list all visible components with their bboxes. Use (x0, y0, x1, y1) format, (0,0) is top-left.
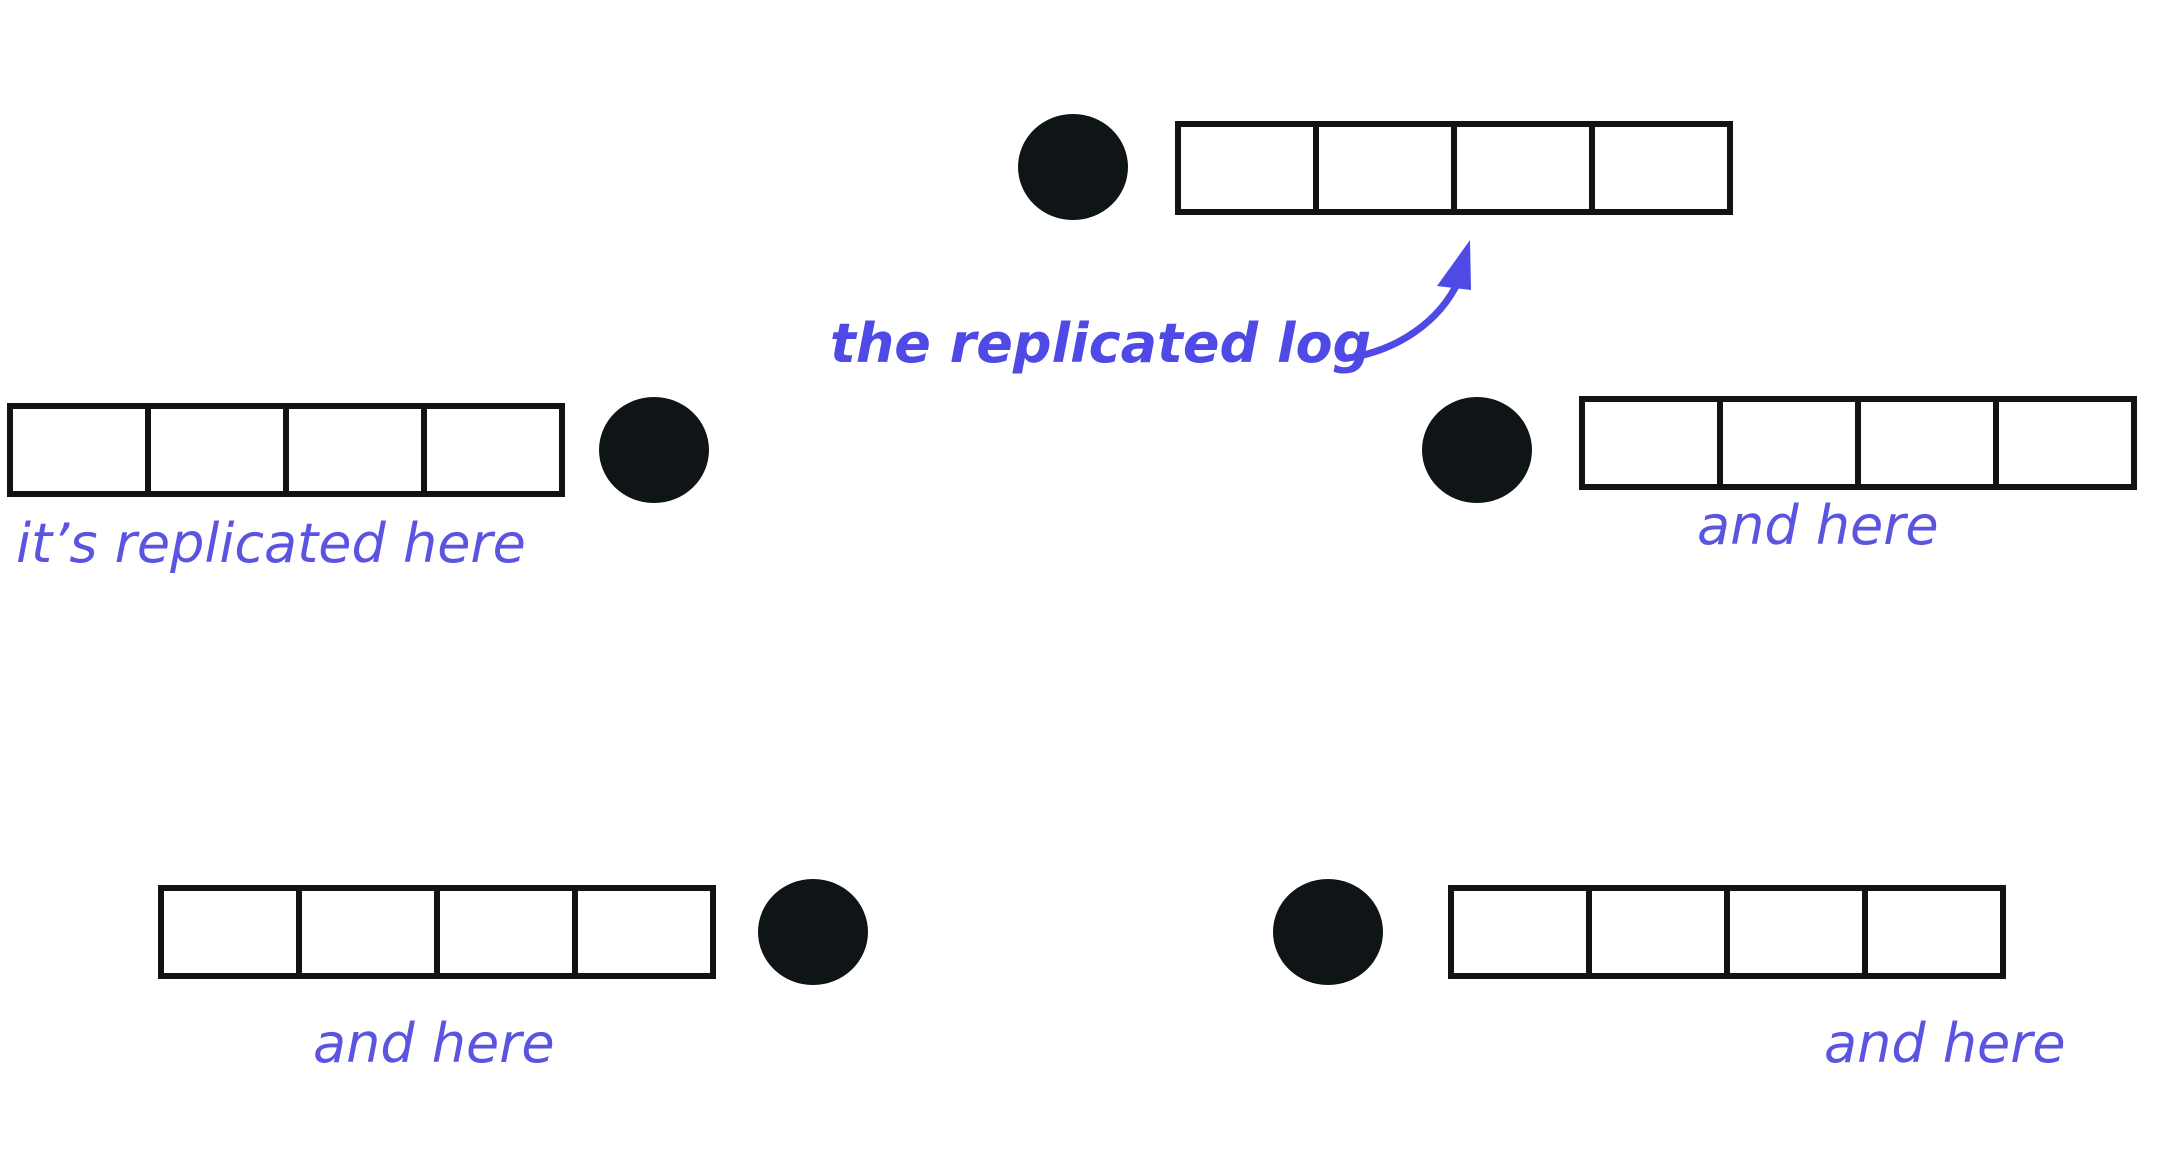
server-node-bottom-left (758, 879, 868, 985)
label-bottom-left: and here (313, 1012, 555, 1075)
log-entry (1579, 396, 1723, 490)
log-entry (1451, 121, 1595, 215)
log-entry (296, 885, 440, 979)
log-right (1579, 396, 2137, 490)
main-annotation: the replicated log (830, 240, 1471, 375)
server-bottom-right: and here (1273, 879, 2066, 1075)
log-entry (158, 885, 302, 979)
log-left (7, 403, 565, 497)
server-node-right (1422, 397, 1532, 503)
server-top (1018, 114, 1733, 220)
log-entry (1862, 885, 2006, 979)
server-node-top (1018, 114, 1128, 220)
log-entry (1724, 885, 1868, 979)
log-entry (572, 885, 716, 979)
server-left: it’s replicated here (7, 397, 709, 575)
server-bottom-left: and here (158, 879, 868, 1075)
log-entry (1448, 885, 1592, 979)
arrow-line (1344, 278, 1462, 362)
log-entry (283, 403, 427, 497)
server-node-bottom-right (1273, 879, 1383, 985)
label-left: it’s replicated here (16, 512, 526, 575)
log-entry (7, 403, 151, 497)
main-label: the replicated log (830, 312, 1371, 375)
label-bottom-right: and here (1824, 1012, 2066, 1075)
log-entry (1589, 121, 1733, 215)
log-bottom-left (158, 885, 716, 979)
label-right: and here (1697, 494, 1939, 557)
log-entry (1993, 396, 2137, 490)
log-entry (1717, 396, 1861, 490)
log-entry (1313, 121, 1457, 215)
log-top (1175, 121, 1733, 215)
log-entry (1586, 885, 1730, 979)
log-entry (421, 403, 565, 497)
log-entry (1855, 396, 1999, 490)
arrow-head-icon (1437, 240, 1471, 290)
server-right: and here (1422, 396, 2137, 557)
log-bottom-right (1448, 885, 2006, 979)
server-node-left (599, 397, 709, 503)
log-entry (434, 885, 578, 979)
log-entry (1175, 121, 1319, 215)
log-entry (145, 403, 289, 497)
